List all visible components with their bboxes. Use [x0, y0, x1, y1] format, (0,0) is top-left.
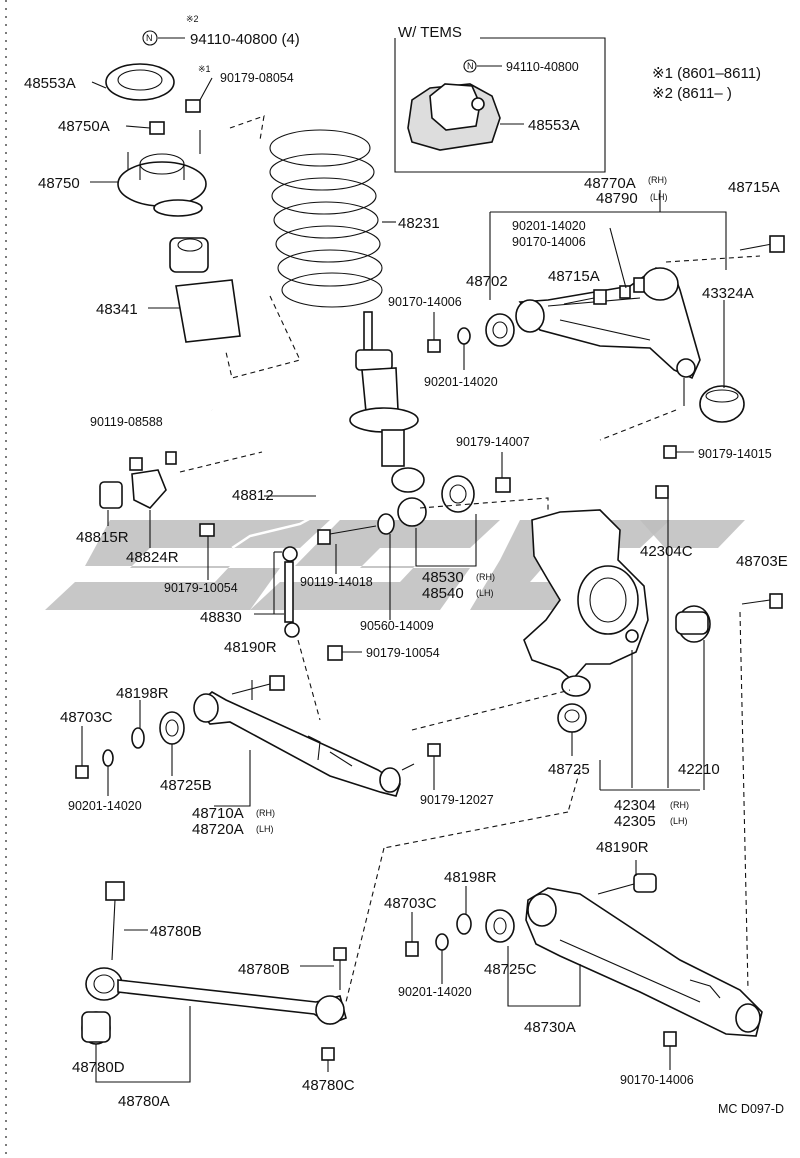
label-48715A-mid: 48715A	[548, 268, 600, 285]
label-48715A-right: 48715A	[728, 179, 780, 196]
label-90179-14007: 90179-14007	[456, 435, 530, 449]
label-94110-40800-qty: 94110-40800 (4)	[190, 31, 300, 48]
label-48725: 48725	[548, 761, 590, 778]
label-90179-10054-a: 90179-10054	[164, 581, 238, 595]
label-48540: 48540	[422, 585, 464, 602]
label-48530-side: (RH)	[476, 572, 495, 582]
coil-spring	[269, 129, 396, 308]
label-48190R-upper: 48190R	[224, 639, 277, 656]
part-labels: ※2 94110-40800 (4) 48553A ※1 90179-08054…	[24, 14, 788, 1116]
label-48725B: 48725B	[160, 777, 212, 794]
watermark-logo	[45, 520, 745, 610]
stabilizer-bar	[99, 408, 328, 580]
strut-lower-fasteners	[317, 475, 549, 620]
label-42210: 42210	[678, 761, 720, 778]
label-48780B-b: 48780B	[238, 961, 290, 978]
mark-1-label: ※1	[198, 64, 211, 74]
tems-title: W/ TEMS	[398, 24, 462, 41]
label-48730A: 48730A	[524, 1019, 576, 1036]
label-48540-side: (LH)	[476, 588, 494, 598]
label-90179-08054: 90179-08054	[220, 71, 294, 85]
label-48815R: 48815R	[76, 529, 129, 546]
label-48790-side: (LH)	[650, 192, 668, 202]
label-90119-08588: 90119-08588	[90, 415, 163, 429]
label-48703C-upper: 48703C	[60, 709, 113, 726]
label-48720A-side: (LH)	[256, 824, 274, 834]
label-48770A-side: (RH)	[648, 175, 667, 185]
tems-box: N	[394, 37, 606, 173]
label-48198R-lower: 48198R	[444, 869, 497, 886]
legend-mark-2: ※2 (8611– )	[652, 85, 732, 102]
shock-absorber	[349, 311, 427, 527]
label-90201-14020-top: 90201-14020	[512, 219, 586, 233]
svg-text:N: N	[146, 33, 153, 43]
lower-arm-48730A	[405, 860, 763, 1070]
mid-fasteners	[427, 312, 694, 499]
label-42305-side: (LH)	[670, 816, 688, 826]
label-48703C-lower: 48703C	[384, 895, 437, 912]
mark-2-label: ※2	[186, 14, 199, 24]
label-48812: 48812	[232, 487, 274, 504]
bushing-48725	[345, 703, 587, 1003]
label-90170-14006-top: 90170-14006	[512, 235, 586, 249]
label-48750A: 48750A	[58, 118, 110, 135]
label-48780D: 48780D	[72, 1059, 125, 1076]
label-42305: 42305	[614, 813, 656, 830]
label-90179-12027: 90179-12027	[420, 793, 494, 807]
label-48770A: 48770A	[584, 175, 636, 192]
lower-link-48780A	[81, 881, 347, 1083]
label-90170-14006-lower: 90170-14006	[620, 1073, 694, 1087]
label-48725C: 48725C	[484, 961, 537, 978]
label-48710A: 48710A	[192, 805, 244, 822]
label-48703E: 48703E	[736, 553, 788, 570]
label-90201-14020-lower: 90201-14020	[398, 985, 472, 999]
steering-knuckle	[523, 498, 783, 991]
label-42304C: 42304C	[640, 543, 693, 560]
label-48702: 48702	[466, 273, 508, 290]
label-90179-10054-b: 90179-10054	[366, 646, 440, 660]
label-48750: 48750	[38, 175, 80, 192]
label-48780B-a: 48780B	[150, 923, 202, 940]
label-48190R-lower: 48190R	[596, 839, 649, 856]
label-tems-94110-40800: 94110-40800	[506, 60, 579, 74]
lateral-link-upper	[75, 675, 571, 807]
label-48341: 48341	[96, 301, 138, 318]
svg-text:N: N	[467, 61, 474, 71]
upper-arm	[485, 190, 785, 441]
label-48553A: 48553A	[24, 75, 76, 92]
label-48231: 48231	[398, 215, 440, 232]
label-48198R-upper: 48198R	[116, 685, 169, 702]
label-90201-14020-upper: 90201-14020	[68, 799, 142, 813]
label-48830: 48830	[200, 609, 242, 626]
label-48790: 48790	[596, 190, 638, 207]
label-42304: 42304	[614, 797, 656, 814]
label-48780C: 48780C	[302, 1077, 355, 1094]
label-90201-14020-mid: 90201-14020	[424, 375, 498, 389]
label-90119-14018: 90119-14018	[300, 575, 373, 589]
upper-mount-group: N	[90, 30, 241, 343]
label-42304-side: (RH)	[670, 800, 689, 810]
label-48780A: 48780A	[118, 1093, 170, 1110]
stabilizer-link	[254, 546, 362, 721]
label-tems-48553A: 48553A	[528, 117, 580, 134]
label-90170-14006-mid: 90170-14006	[388, 295, 462, 309]
label-48710A-side: (RH)	[256, 808, 275, 818]
label-43324A: 43324A	[702, 285, 754, 302]
label-48720A: 48720A	[192, 821, 244, 838]
label-48530: 48530	[422, 569, 464, 586]
label-90560-14009: 90560-14009	[360, 619, 434, 633]
legend-mark-1: ※1 (8601–8611)	[652, 65, 761, 82]
label-48824R: 48824R	[126, 549, 179, 566]
label-90179-14015: 90179-14015	[698, 447, 772, 461]
diagram-code: MC D097-D	[718, 1102, 784, 1116]
